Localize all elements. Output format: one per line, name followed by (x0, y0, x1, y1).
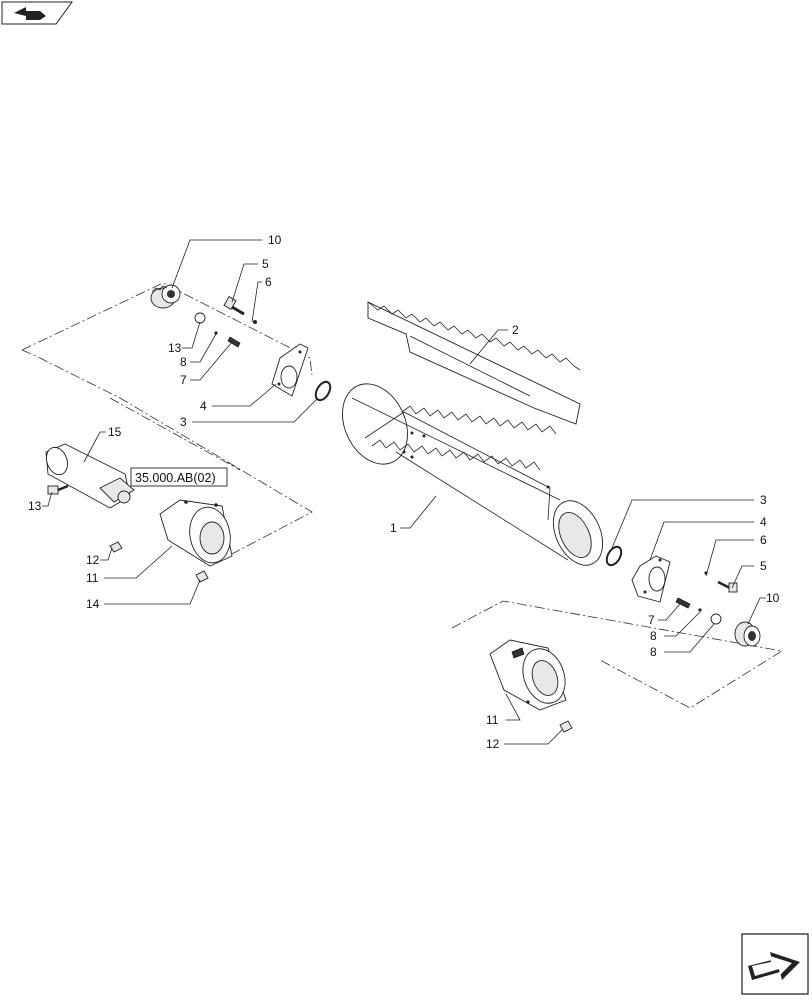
callout-label: 4 (760, 515, 767, 529)
serrated-blade-part (367, 301, 581, 425)
cross-reference-link[interactable]: 35.000.AB(02) (130, 467, 228, 487)
flange-bearing-part (631, 555, 671, 603)
assembly-plane-lower-left (21, 349, 313, 556)
leader-lines (42, 239, 766, 745)
gear-part (734, 621, 761, 647)
circlip-part (605, 545, 623, 567)
callout-label: 10 (766, 591, 780, 605)
callout-label: 12 (86, 553, 100, 567)
motor-housing-part (159, 499, 233, 567)
callout-label: 1 (390, 521, 397, 535)
callout-label: 8 (650, 645, 657, 659)
callout-label: 8 (180, 355, 187, 369)
callout-label: 7 (180, 373, 187, 387)
nut-part (559, 720, 573, 733)
callout-label: 5 (262, 257, 269, 271)
circlip-part (314, 380, 332, 402)
back-arrow-icon (14, 7, 46, 20)
callout-label: 11 (486, 713, 499, 727)
rotor-drum-part (342, 383, 604, 566)
motor-housing-part (489, 639, 567, 711)
callout-label: 10 (268, 233, 282, 247)
callout-label: 7 (648, 613, 655, 627)
callout-label: 12 (486, 737, 500, 751)
next-page-button[interactable] (741, 933, 809, 995)
forward-arrow-icon (748, 952, 800, 980)
callout-label: 15 (108, 425, 122, 439)
washer-part (710, 613, 722, 625)
callout-label: 6 (265, 275, 272, 289)
nut-part (109, 541, 123, 553)
bolt-part (717, 580, 738, 593)
gear-part (150, 284, 181, 309)
callout-label: 4 (200, 399, 207, 413)
washer-part (194, 312, 206, 324)
assembly-plane-upper-left (21, 282, 313, 376)
callout-label: 14 (86, 597, 100, 611)
callout-label: 3 (180, 415, 187, 429)
cross-reference-text: 35.000.AB(02) (135, 471, 216, 485)
callout-label: 3 (760, 493, 767, 507)
prev-page-button[interactable] (1, 1, 73, 25)
callout-label: 13 (168, 341, 182, 355)
assembly-plane-right (451, 600, 784, 709)
callout-label: 11 (86, 571, 99, 585)
callout-labels: 10 5 6 13 8 7 4 3 15 13 12 11 14 2 1 3 4… (28, 233, 780, 751)
bolt-part (47, 484, 69, 495)
nut-part (195, 570, 209, 583)
callout-label: 5 (760, 559, 767, 573)
hydraulic-motor-part (45, 443, 135, 509)
callout-label: 2 (512, 323, 519, 337)
flange-bearing-part (271, 343, 309, 397)
callout-label: 6 (760, 533, 767, 547)
bolt-part (223, 296, 245, 316)
callout-label: 8 (650, 629, 657, 643)
callout-label: 13 (28, 499, 42, 513)
